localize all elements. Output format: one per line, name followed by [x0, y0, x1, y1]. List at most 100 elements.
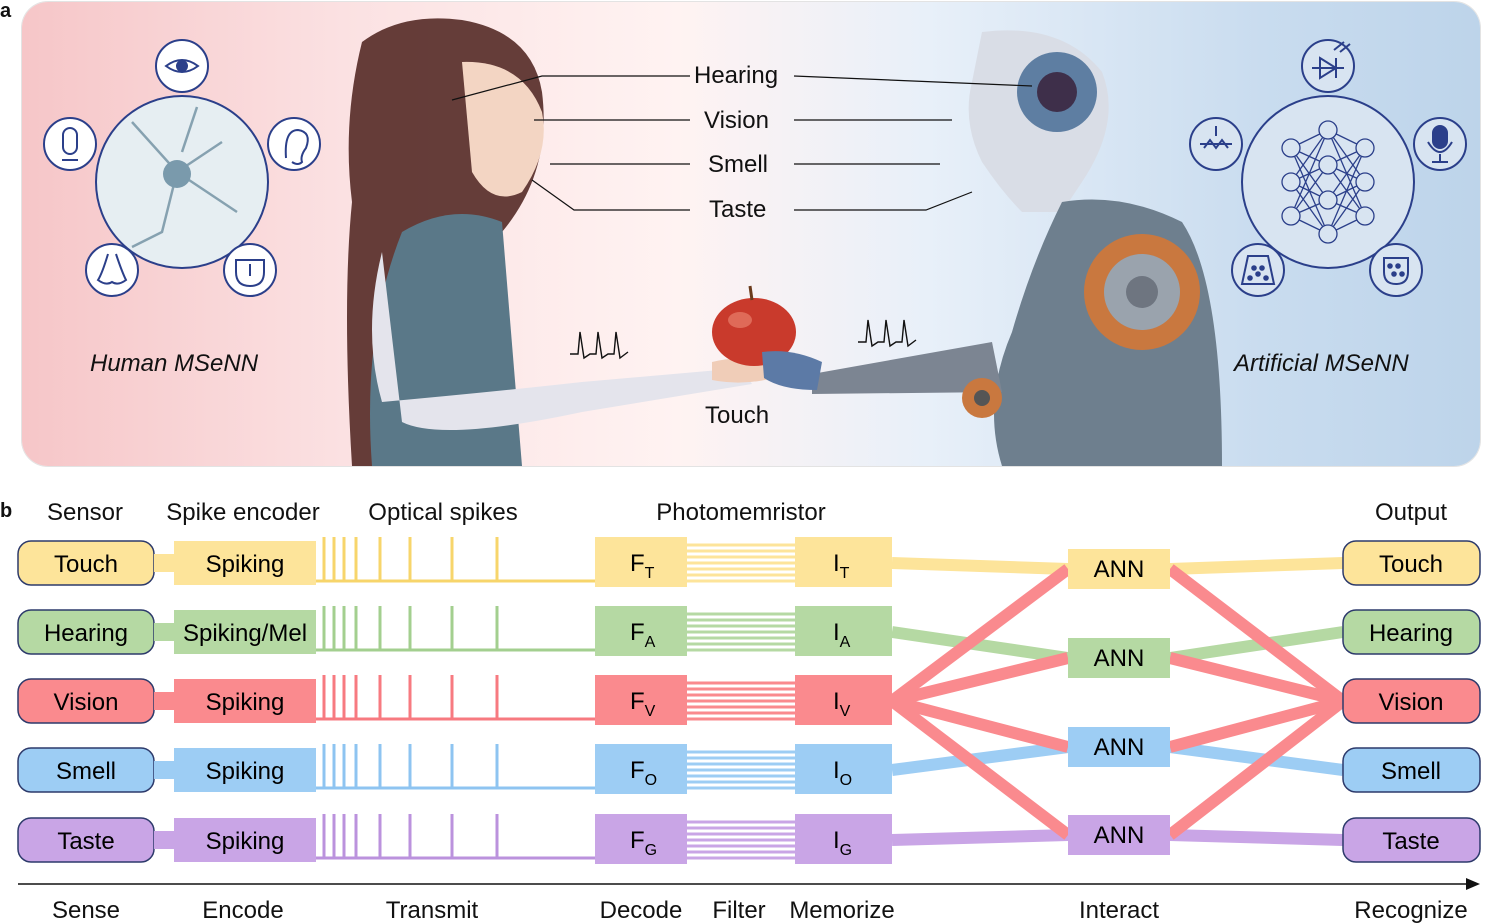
human-neuron-circle: [43, 39, 321, 297]
connector: [154, 692, 174, 710]
decoder-box: [595, 675, 687, 725]
stage-recognize: Recognize: [1354, 897, 1467, 924]
memristor-box: [795, 606, 892, 656]
tongue-icon: [235, 259, 265, 288]
encoder-label: Spiking: [206, 551, 285, 578]
ann-box: ANN: [1068, 727, 1170, 767]
output-box: [1342, 678, 1481, 724]
output-label: Vision: [1379, 689, 1444, 716]
stage-interact: Interact: [1079, 897, 1159, 924]
sensor-label: Touch: [54, 551, 118, 578]
panel-b-letter: b: [0, 500, 13, 522]
human-msenn-label: Human MSeNN: [90, 350, 259, 377]
header-spike-encoder: Spike encoder: [166, 499, 319, 526]
sensor-label: Hearing: [44, 620, 128, 647]
encoder-box: [174, 610, 316, 654]
taste-sensor-icon: [1383, 257, 1409, 286]
panel-a-illustration: Human MSeNN Artificial MSeNN Hearing Vis…: [22, 2, 1480, 466]
connection-band: [1166, 564, 1347, 706]
human-figure: [347, 18, 782, 466]
filter-lines: [687, 820, 795, 860]
output-box: [1342, 609, 1481, 655]
ann-label: ANN: [1094, 556, 1145, 583]
ear-icon: [284, 128, 309, 165]
output-box: [1342, 747, 1481, 793]
spike-icon-human: [570, 331, 629, 360]
stage-sense: Sense: [52, 897, 120, 924]
filter-lines: [687, 543, 795, 583]
connection-band: [888, 696, 1072, 840]
sense-label-hearing: Hearing: [694, 62, 779, 89]
output-label: Taste: [1382, 828, 1439, 855]
filter-lines: [687, 612, 795, 652]
eye-icon: [164, 59, 200, 73]
encoder-label: Spiking: [206, 828, 285, 855]
connection-band: [891, 741, 1069, 776]
connection-band: [1169, 557, 1344, 575]
header-photomemristor: Photomemristor: [656, 499, 825, 526]
gas-sensor-icon: [1240, 255, 1276, 285]
process-arrow: [18, 878, 1480, 890]
output-label: Smell: [1381, 758, 1441, 785]
finger-icon: [62, 127, 78, 161]
encoder-label: Spiking: [206, 689, 285, 716]
optical-spike-train: [316, 814, 596, 860]
filter-lines: [687, 750, 795, 790]
header-sensor: Sensor: [47, 499, 123, 526]
ann-label: ANN: [1094, 645, 1145, 672]
connection-band: [1168, 695, 1345, 753]
decoder-box: [595, 814, 687, 864]
sensor-label: Vision: [54, 689, 119, 716]
header-optical-spikes: Optical spikes: [368, 499, 517, 526]
header-output: Output: [1375, 499, 1447, 526]
stage-filter: Filter: [712, 897, 765, 924]
memristor-box: [795, 537, 892, 587]
sense-label-touch: Touch: [705, 402, 770, 429]
sense-label-taste: Taste: [709, 196, 767, 223]
ann-box: ANN: [1068, 638, 1170, 678]
sense-label-vision: Vision: [704, 107, 769, 134]
encoder-box: [174, 818, 316, 862]
decoder-box: [595, 744, 687, 794]
connection-band: [890, 652, 1070, 707]
output-box: [1342, 540, 1481, 586]
spike-icon-robot: [858, 319, 917, 348]
optical-spike-train: [316, 675, 596, 721]
artificial-msenn-label: Artificial MSeNN: [1234, 350, 1409, 377]
stage-transmit: Transmit: [386, 897, 479, 924]
ann-label: ANN: [1094, 822, 1145, 849]
connection-band: [891, 829, 1069, 846]
output-label: Hearing: [1369, 620, 1453, 647]
connection-band: [1168, 652, 1345, 707]
encoder-box: [174, 748, 316, 792]
connector: [154, 831, 174, 849]
decoder-box: [595, 606, 687, 656]
ann-label: ANN: [1094, 734, 1145, 761]
stage-decode: Decode: [600, 897, 683, 924]
memristor-box: [795, 744, 892, 794]
ann-box: ANN: [1068, 815, 1170, 855]
optical-spike-train: [316, 744, 596, 790]
output-label: Touch: [1379, 551, 1443, 578]
optical-spike-train: [316, 606, 596, 652]
leader-lines: [451, 75, 1033, 211]
output-box: [1342, 817, 1481, 863]
connection-band: [1169, 741, 1344, 776]
stage-memorize: Memorize: [789, 897, 894, 924]
connector: [154, 623, 174, 641]
sensor-label: Taste: [57, 828, 114, 855]
illustration-svg: [43, 18, 1467, 466]
decoder-box: [595, 537, 687, 587]
filter-lines: [687, 681, 795, 721]
microphone-icon: [1427, 125, 1453, 163]
stage-encode: Encode: [202, 897, 283, 924]
memristor-box: [795, 814, 892, 864]
encoder-label: Spiking/Mel: [183, 620, 307, 647]
artificial-network-circle: [1189, 39, 1467, 297]
